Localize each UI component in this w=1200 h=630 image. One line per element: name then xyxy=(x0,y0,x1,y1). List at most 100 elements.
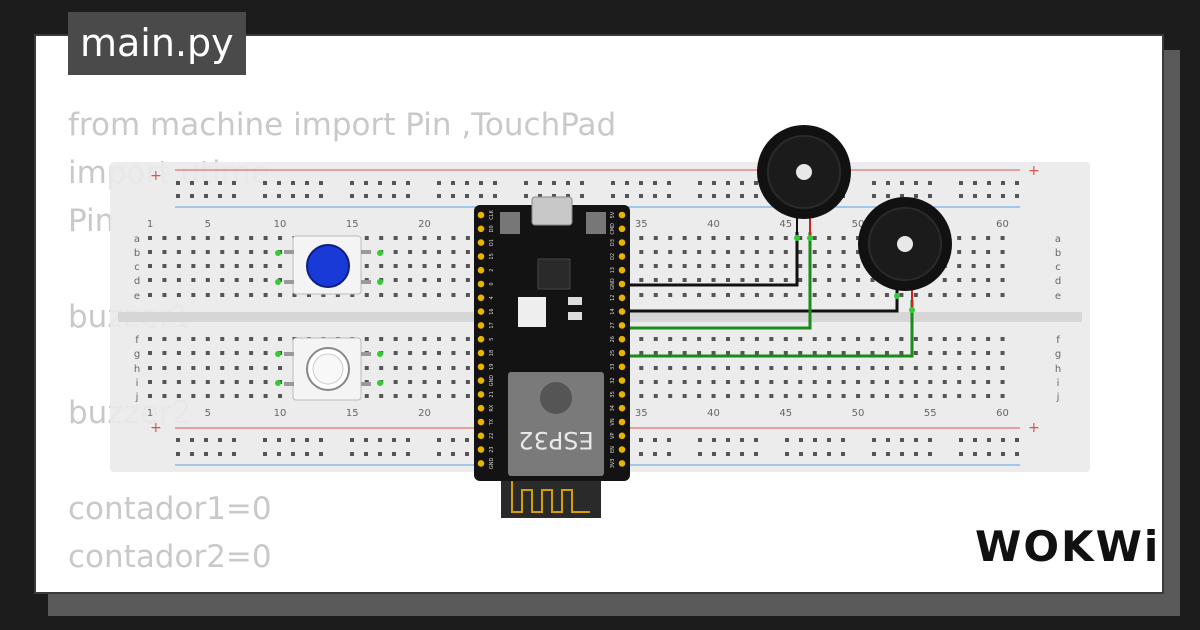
buzzer-2[interactable] xyxy=(858,197,952,313)
breadboard-hole xyxy=(639,351,644,355)
breadboard-hole xyxy=(798,236,803,240)
breadboard-hole xyxy=(378,438,382,442)
en-button[interactable] xyxy=(586,212,606,234)
breadboard-hole xyxy=(566,194,570,198)
breadboard-hole xyxy=(451,366,456,370)
row-letter: i xyxy=(1057,378,1060,389)
breadboard-hole xyxy=(769,351,774,355)
breadboard-hole xyxy=(712,452,716,456)
breadboard-hole xyxy=(234,394,239,398)
breadboard-hole xyxy=(726,438,730,442)
rail-plus-label: + xyxy=(150,168,162,184)
breadboard-hole xyxy=(712,181,716,185)
breadboard-hole xyxy=(872,438,876,442)
breadboard-hole xyxy=(465,293,470,297)
breadboard-hole xyxy=(653,194,657,198)
breadboard-hole xyxy=(914,194,918,198)
rail-plus-label: + xyxy=(1028,420,1040,436)
breadboard-hole xyxy=(769,236,774,240)
esp32-pin-label: 23 xyxy=(489,446,495,452)
breadboard-hole xyxy=(625,194,629,198)
breadboard-hole xyxy=(190,452,194,456)
breadboard-hole xyxy=(393,236,398,240)
buzzer-1[interactable] xyxy=(757,125,851,241)
breadboard-hole xyxy=(653,236,658,240)
breadboard-hole xyxy=(971,351,976,355)
esp32-pin-left xyxy=(477,225,485,233)
breadboard-hole xyxy=(176,452,180,456)
pushbutton-blue[interactable] xyxy=(275,235,383,295)
column-number: 5 xyxy=(205,219,211,230)
breadboard-hole xyxy=(176,278,181,282)
esp32-pin-right xyxy=(618,404,626,412)
breadboard-hole xyxy=(812,366,817,370)
breadboard-hole xyxy=(176,250,181,254)
esp32-pin-label: 0 xyxy=(489,282,495,285)
breadboard-hole xyxy=(176,264,181,268)
breadboard-hole xyxy=(249,366,254,370)
breadboard-hole xyxy=(406,438,410,442)
breadboard-hole xyxy=(263,250,268,254)
breadboard-hole xyxy=(957,250,962,254)
breadboard-hole xyxy=(234,236,239,240)
breadboard-hole xyxy=(611,194,615,198)
breadboard-hole xyxy=(740,236,745,240)
esp32-pin-left xyxy=(477,280,485,288)
breadboard-hole xyxy=(959,438,963,442)
breadboard-hole xyxy=(812,351,817,355)
column-number: 40 xyxy=(707,219,720,230)
breadboard-hole xyxy=(856,380,861,384)
breadboard-hole xyxy=(798,250,803,254)
column-number: 1 xyxy=(147,408,153,419)
breadboard-hole xyxy=(191,264,196,268)
breadboard-hole xyxy=(986,293,991,297)
esp32-pin-label: CLK xyxy=(489,210,495,220)
breadboard-hole xyxy=(278,264,283,268)
breadboard-hole xyxy=(249,394,254,398)
breadboard-hole xyxy=(698,181,702,185)
row-letter: c xyxy=(1055,262,1061,273)
breadboard-hole xyxy=(667,181,671,185)
breadboard-hole xyxy=(162,264,167,268)
breadboard-hole xyxy=(437,351,441,355)
breadboard-hole xyxy=(957,380,962,384)
breadboard-hole xyxy=(812,250,817,254)
breadboard-hole xyxy=(465,250,470,254)
esp32-pin-label: D2 xyxy=(610,253,616,260)
breadboard-hole xyxy=(191,278,196,282)
breadboard-hole xyxy=(479,181,483,185)
breadboard-hole xyxy=(682,351,687,355)
breadboard-hole xyxy=(697,293,702,297)
boot-button[interactable] xyxy=(500,212,520,234)
esp32-pin-label: 13 xyxy=(610,267,616,273)
breadboard-hole xyxy=(437,264,441,268)
button-cap[interactable] xyxy=(306,244,350,288)
breadboard-hole xyxy=(697,394,702,398)
breadboard-hole xyxy=(682,236,687,240)
breadboard-hole xyxy=(913,337,918,341)
breadboard-hole xyxy=(667,452,671,456)
breadboard-hole xyxy=(987,181,991,185)
breadboard-hole xyxy=(856,264,861,268)
breadboard-hole xyxy=(726,351,730,355)
breadboard-hole xyxy=(653,337,658,341)
breadboard-hole xyxy=(682,264,687,268)
breadboard-hole xyxy=(408,236,413,240)
esp32-pin-left xyxy=(477,335,485,343)
breadboard-hole xyxy=(162,278,167,282)
breadboard-hole xyxy=(812,264,817,268)
breadboard-hole xyxy=(162,380,167,384)
breadboard-hole xyxy=(682,293,687,297)
breadboard-hole xyxy=(740,380,745,384)
breadboard-hole xyxy=(263,264,268,268)
esp32-pin-right xyxy=(618,460,626,467)
column-number: 10 xyxy=(274,408,287,419)
breadboard-hole xyxy=(740,438,744,442)
breadboard-hole xyxy=(711,380,716,384)
breadboard-hole xyxy=(726,264,730,268)
breadboard-hole xyxy=(899,380,904,384)
esp32-pin-label: GND xyxy=(610,278,616,290)
pushbutton-white[interactable] xyxy=(275,337,383,401)
breadboard-hole xyxy=(292,293,297,297)
